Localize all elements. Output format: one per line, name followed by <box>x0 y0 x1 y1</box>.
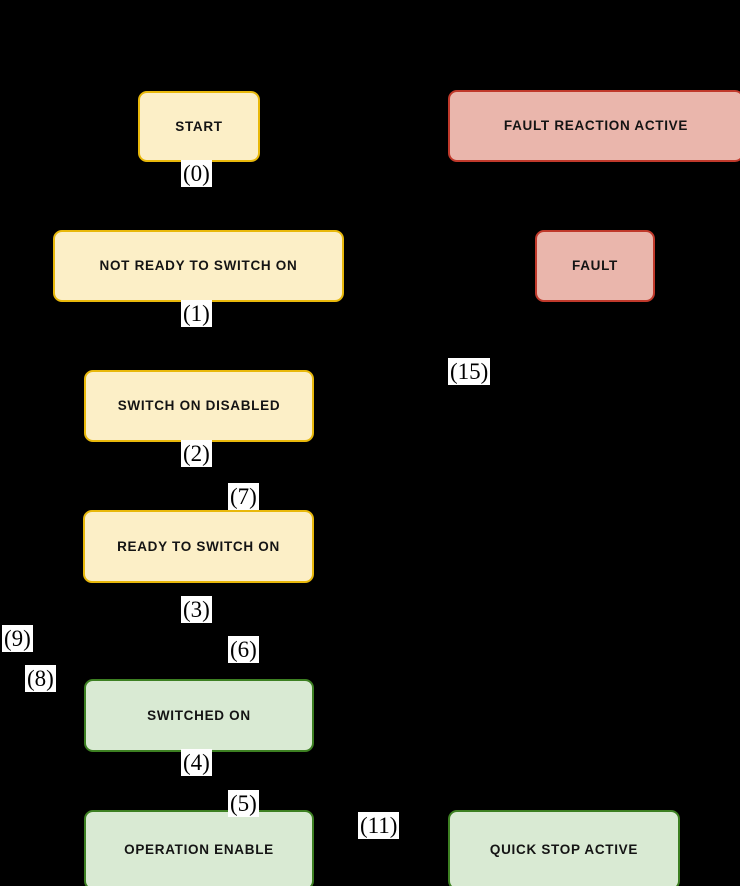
state-box-start[interactable]: START <box>138 91 260 162</box>
state-box-switched-on[interactable]: SWITCHED ON <box>84 679 314 752</box>
transition-label-t2: (2) <box>181 440 212 467</box>
state-box-ready-to-switch-on[interactable]: READY TO SWITCH ON <box>83 510 314 583</box>
state-label-operation-enable: OPERATION ENABLE <box>124 842 274 858</box>
transition-label-t11: (11) <box>358 812 400 839</box>
state-label-quick-stop-active: QUICK STOP ACTIVE <box>489 842 639 858</box>
state-label-switched-on: SWITCHED ON <box>147 707 251 723</box>
transition-label-t3: (3) <box>181 596 212 623</box>
state-box-switch-on-disabled[interactable]: SWITCH ON DISABLED <box>84 370 314 442</box>
transition-label-t1: (1) <box>181 300 212 327</box>
state-label-switch-on-disabled: SWITCH ON DISABLED <box>117 398 281 414</box>
transition-label-t4: (4) <box>181 749 212 776</box>
transition-label-t7: (7) <box>228 483 259 510</box>
state-label-start: START <box>175 118 223 134</box>
state-box-operation-enable[interactable]: OPERATION ENABLE <box>84 810 314 886</box>
state-label-fault: FAULT <box>572 258 618 274</box>
transition-label-t6: (6) <box>228 636 259 663</box>
state-label-fault-reaction-active: FAULT REACTION ACTIVE <box>503 118 689 134</box>
state-box-not-ready-to-switch-on[interactable]: NOT READY TO SWITCH ON <box>53 230 344 302</box>
state-label-not-ready-to-switch-on: NOT READY TO SWITCH ON <box>99 258 298 274</box>
transition-label-t5: (5) <box>228 790 259 817</box>
transition-label-t9: (9) <box>2 625 33 652</box>
state-box-quick-stop-active[interactable]: QUICK STOP ACTIVE <box>448 810 680 886</box>
transition-label-t8: (8) <box>25 665 56 692</box>
state-box-fault-reaction-active[interactable]: FAULT REACTION ACTIVE <box>448 90 740 162</box>
state-box-fault[interactable]: FAULT <box>535 230 655 302</box>
transition-label-t0: (0) <box>181 160 212 187</box>
state-label-ready-to-switch-on: READY TO SWITCH ON <box>117 538 280 554</box>
transition-label-t15: (15) <box>448 358 491 385</box>
